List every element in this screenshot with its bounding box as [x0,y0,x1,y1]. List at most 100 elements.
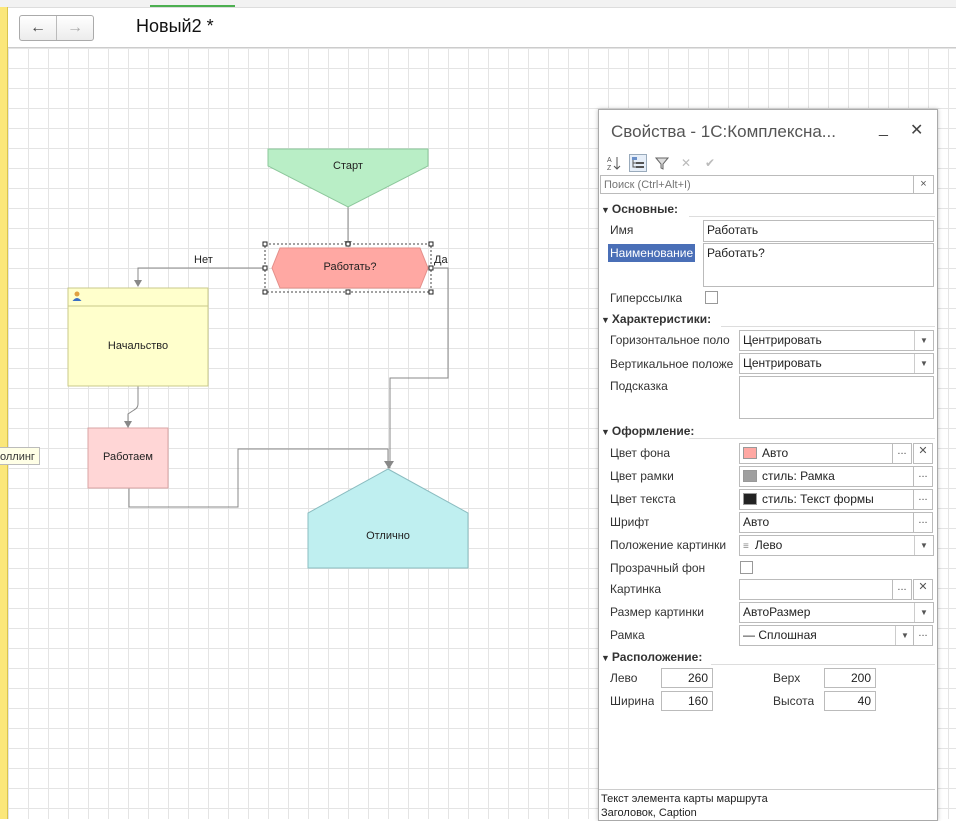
bgcolor-field[interactable]: Авто [739,443,894,464]
picsize-label: Размер картинки [610,605,704,619]
picpos-select[interactable]: ≡Лево▼ [739,535,934,556]
section-appearance-label: Оформление: [611,424,695,438]
edge-no [137,267,264,286]
panel-title: Свойства - 1С:Комплексна... [611,122,836,141]
close-icon[interactable]: ✕ [910,122,924,139]
name-field[interactable]: Работать [703,220,934,242]
halign-select[interactable]: Центрировать ▼ [739,330,934,351]
font-field[interactable]: Авто [739,512,915,533]
edge-boss-working [127,386,139,428]
divider [689,216,935,217]
description-line-2: Заголовок, Caption [601,807,697,819]
section-characteristics[interactable]: ▼Характеристики: [601,312,712,326]
picsize-select[interactable]: АвтоРазмер ▼ [739,602,934,623]
search-clear-icon[interactable]: × [913,176,933,193]
divider [711,664,935,665]
transparent-checkbox[interactable] [740,561,753,574]
property-description: Текст элемента карты маршрута Заголовок,… [599,789,935,819]
bordercolor-label: Цвет рамки [610,469,674,483]
caption-field[interactable]: Работать? [703,243,934,287]
color-swatch [743,493,757,505]
hyperlink-checkbox[interactable] [705,291,718,304]
excellent-node-label: Отлично [366,530,410,542]
search-field: × [600,175,934,194]
section-basic[interactable]: ▼Основные: [601,202,679,216]
bgcolor-label: Цвет фона [610,446,671,460]
svg-text:Z: Z [607,165,612,171]
minimize-icon[interactable]: _ [879,120,888,137]
top-input[interactable]: 200 [824,668,876,688]
user-icon [72,291,82,301]
cancel-icon[interactable]: ✕ [680,156,692,170]
ellipsis-button[interactable]: ... [913,625,933,646]
condition-node [271,247,429,289]
section-basic-label: Основные: [611,202,679,216]
edge-yes [389,267,449,468]
chevron-down-icon[interactable]: ▼ [914,331,933,350]
valign-value: Центрировать [743,356,822,370]
height-input[interactable]: 40 [824,691,876,711]
tooltip-fragment: оллинг [0,447,40,465]
working-node-label: Работаем [103,451,153,463]
ellipsis-button[interactable]: ... [892,579,912,600]
ellipsis-button[interactable]: ... [913,489,933,510]
chevron-down-icon[interactable]: ▼ [914,603,933,622]
edge-working-excellent [128,448,389,508]
align-left-icon: ≡ [743,541,749,552]
tooltip-field[interactable] [739,376,934,419]
chevron-down-icon[interactable]: ▼ [914,536,933,555]
categories-icon[interactable] [629,154,647,172]
transparent-label: Прозрачный фон [610,561,706,575]
arrowhead-boss [134,280,142,287]
nav-buttons: ← → [19,15,94,41]
width-label: Ширина [610,694,655,708]
selection-handle [428,241,434,247]
color-swatch [743,470,757,482]
textcolor-field[interactable]: стиль: Текст формы [739,489,915,510]
ellipsis-button[interactable]: ... [892,443,912,464]
picsize-value: АвтоРазмер [743,605,811,619]
confirm-icon[interactable]: ✔ [704,156,716,170]
picture-field[interactable] [739,579,894,600]
selection-handle [345,289,351,295]
border-select[interactable]: — Сплошная▼ [739,625,915,646]
width-input[interactable]: 160 [661,691,713,711]
divider [689,438,935,439]
start-node-label: Старт [333,160,363,172]
clear-icon[interactable]: ✕ [913,443,933,464]
section-characteristics-label: Характеристики: [611,312,712,326]
section-appearance[interactable]: ▼Оформление: [601,424,695,438]
ellipsis-button[interactable]: ... [913,466,933,487]
left-input[interactable]: 260 [661,668,713,688]
description-line-1: Текст элемента карты маршрута [601,793,768,805]
chevron-down-icon[interactable]: ▼ [895,626,914,645]
boss-node [67,287,209,387]
start-node [267,148,429,208]
section-layout[interactable]: ▼Расположение: [601,650,703,664]
valign-select[interactable]: Центрировать ▼ [739,353,934,374]
halign-value: Центрировать [743,333,822,347]
search-input[interactable] [601,176,907,194]
name-label: Имя [610,223,634,237]
selection-handle [345,241,351,247]
bordercolor-value: стиль: Рамка [762,469,835,483]
boss-node-label: Начальство [107,340,169,352]
border-label: Рамка [610,628,645,642]
filter-icon[interactable] [653,154,671,172]
top-strip [0,0,956,8]
forward-arrow-icon[interactable]: → [56,16,93,40]
clear-icon[interactable]: ✕ [913,579,933,600]
chevron-down-icon[interactable]: ▼ [914,354,933,373]
top-label: Верх [773,671,801,685]
color-swatch [743,447,757,459]
active-tab-indicator[interactable] [150,0,235,7]
selection-handle [428,265,434,271]
bordercolor-field[interactable]: стиль: Рамка [739,466,915,487]
left-panel-edge [0,7,8,819]
back-arrow-icon[interactable]: ← [30,19,46,36]
working-node [87,427,169,489]
ellipsis-button[interactable]: ... [913,512,933,533]
picture-label: Картинка [610,582,662,596]
tooltip-label: Подсказка [610,379,668,393]
